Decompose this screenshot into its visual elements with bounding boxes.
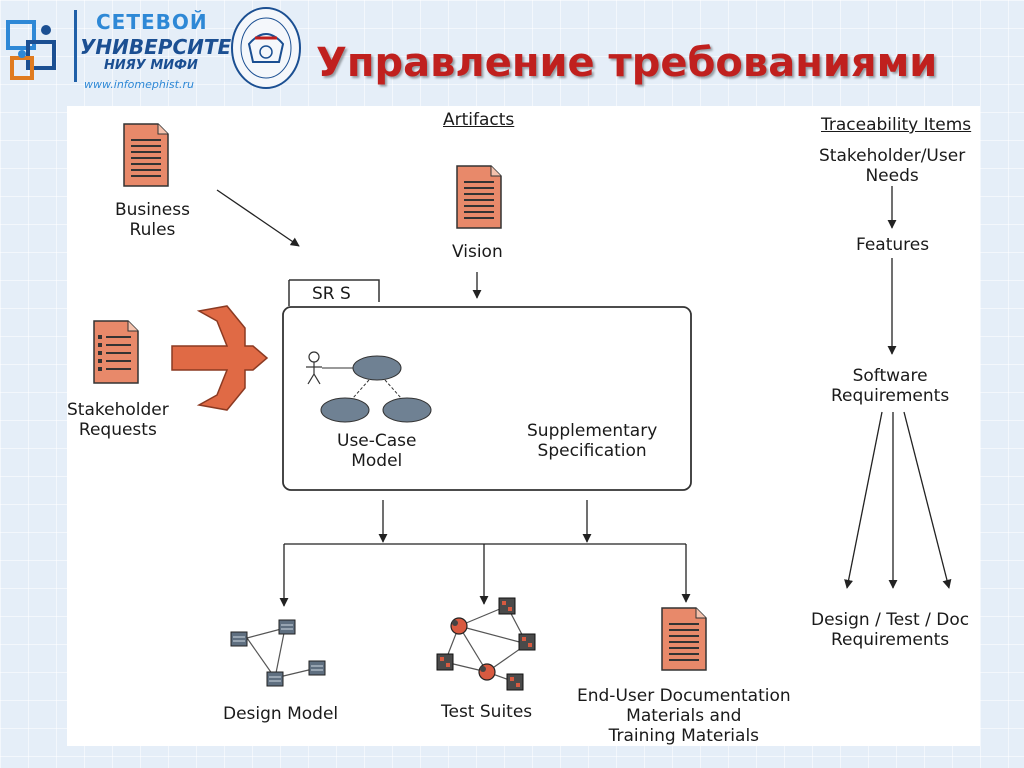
end-user-doc-icon <box>661 607 707 671</box>
brand-line-1: СЕТЕВОЙ <box>96 10 208 34</box>
vision-doc-icon <box>456 165 502 229</box>
design-model-label: Design Model <box>223 704 339 724</box>
srs-tab-label: SR S <box>312 284 351 304</box>
trace-software-req-label: Software Requirements <box>831 366 950 406</box>
use-case-model-icon <box>306 351 432 423</box>
design-model-icon <box>230 619 326 687</box>
stakeholder-requests-doc-icon <box>93 320 139 384</box>
mephi-seal-icon <box>231 7 301 89</box>
supplementary-spec-label: Supplementary Specification <box>527 421 658 461</box>
trace-features-label: Features <box>856 235 930 255</box>
traceability-heading: Traceability Items <box>821 115 972 135</box>
business-rules-doc-icon <box>123 123 169 187</box>
diagram-panel: Artifacts Traceability Items Business Ru… <box>67 106 980 746</box>
brand-url: www.infomephist.ru <box>84 78 194 91</box>
logo-divider <box>74 10 77 82</box>
business-rules-label: Business Rules <box>115 200 190 240</box>
slide-header: СЕТЕВОЙ УНИВЕРСИТЕТ НИЯУ МИФИ www.infome… <box>0 0 1024 102</box>
business-rules-arrow <box>216 189 300 247</box>
brand-line-2: УНИВЕРСИТЕТ <box>80 35 245 59</box>
artifacts-heading: Artifacts <box>443 110 515 130</box>
vision-label: Vision <box>452 242 503 262</box>
brand-line-3: НИЯУ МИФИ <box>104 58 198 73</box>
trace-design-req-label: Design / Test / Doc Requirements <box>811 610 970 650</box>
university-logo-icon <box>6 20 56 80</box>
srs-box <box>282 306 692 491</box>
stakeholder-requests-label: Stakeholder Requests <box>67 400 169 440</box>
trace-needs-label: Stakeholder/User Needs <box>819 146 966 186</box>
end-user-docs-label: End-User Documentation Materials and Tra… <box>577 686 791 746</box>
srs-tab-outline <box>289 279 380 302</box>
diagram-graphics <box>93 123 952 691</box>
test-suites-icon <box>436 597 536 691</box>
test-suites-label: Test Suites <box>441 702 533 722</box>
stakeholder-input-arrow-icon <box>171 305 269 411</box>
use-case-model-label: Use-Case Model <box>337 431 417 471</box>
page-title: Управление требованиями <box>316 40 938 86</box>
